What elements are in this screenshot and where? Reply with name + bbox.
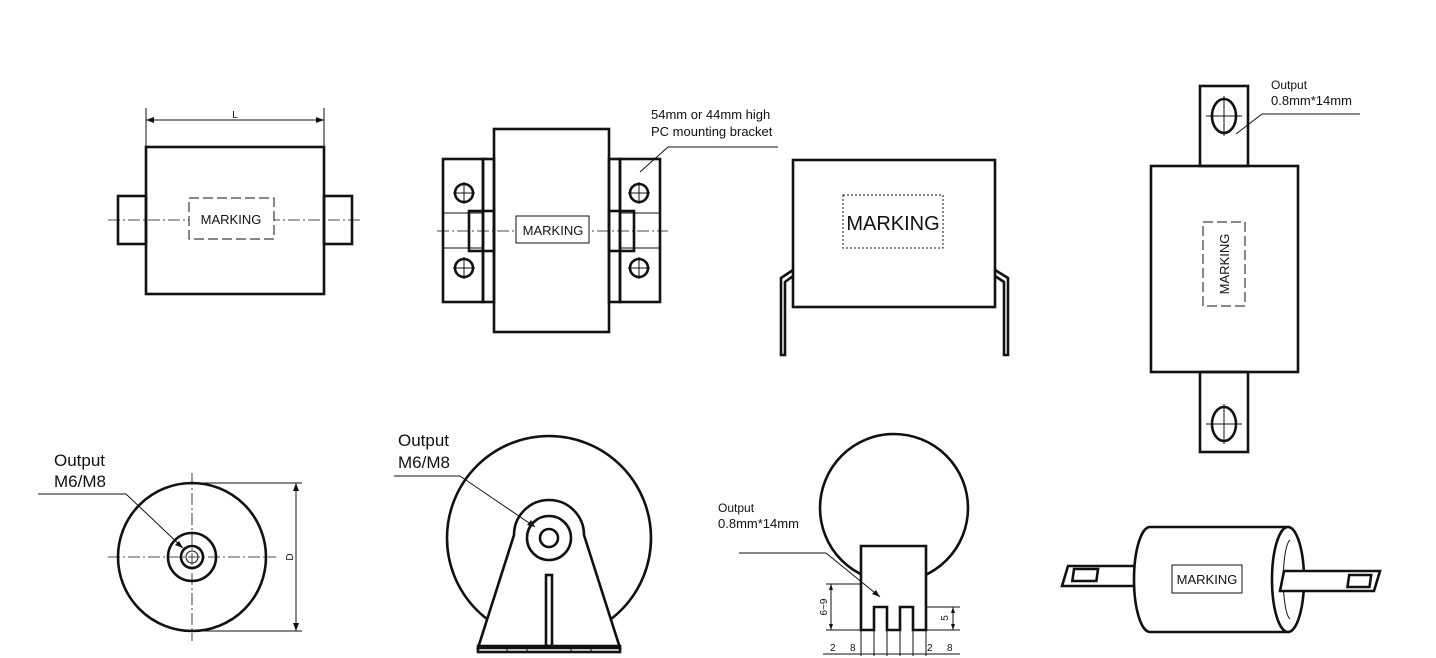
view-4-tab-terminals: MARKING Output 0.8mm*14mm [1149,78,1360,454]
output-label: Output [1271,78,1308,92]
marking-label: MARKING [846,213,939,235]
bracket-note-line-2: PC mounting bracket [651,124,773,139]
dimension-bottom-4: 8 [947,643,953,654]
dimension-bottom-3: 2 [927,643,933,654]
output-label: Output [398,431,449,450]
marking-label: MARKING [1217,234,1232,295]
output-size-label: 0.8mm*14mm [718,516,799,531]
view-8-cylinder-axial-tabs: MARKING [1060,525,1382,634]
output-thread-label: M6/M8 [398,453,450,472]
dimension-l-label: L [232,110,238,121]
dimension-right-label: 5 [940,615,951,621]
marking-label: MARKING [1177,572,1238,587]
dimension-bottom-1: 2 [830,643,836,654]
output-label: Output [718,501,755,515]
view-6-foot-bracket: Output M6/M8 [394,431,653,654]
marking-label: MARKING [523,223,584,238]
view-2-bracket-mount: MARKING 54mm or 44mm high PC mounting br… [437,107,778,334]
output-label: Output [54,451,105,470]
bracket-note-line-1: 54mm or 44mm high [651,107,770,122]
dimension-left-label: 6~9 [819,598,830,615]
marking-label: MARKING [201,212,262,227]
dimension-d-label: D [285,553,296,560]
view-1-side-with-length: L MARKING [108,108,362,296]
view-5-end-view-diameter: D Output M6/M8 [38,451,302,641]
view-7-slotted-tab: 6~9 5 2 8 2 8 Output 0.8mm*14mm [718,432,970,656]
output-thread-label: M6/M8 [54,472,106,491]
dimension-bottom-2: 8 [850,643,856,654]
view-3-pcb-pins: MARKING [779,158,1010,357]
output-size-label: 0.8mm*14mm [1271,93,1352,108]
